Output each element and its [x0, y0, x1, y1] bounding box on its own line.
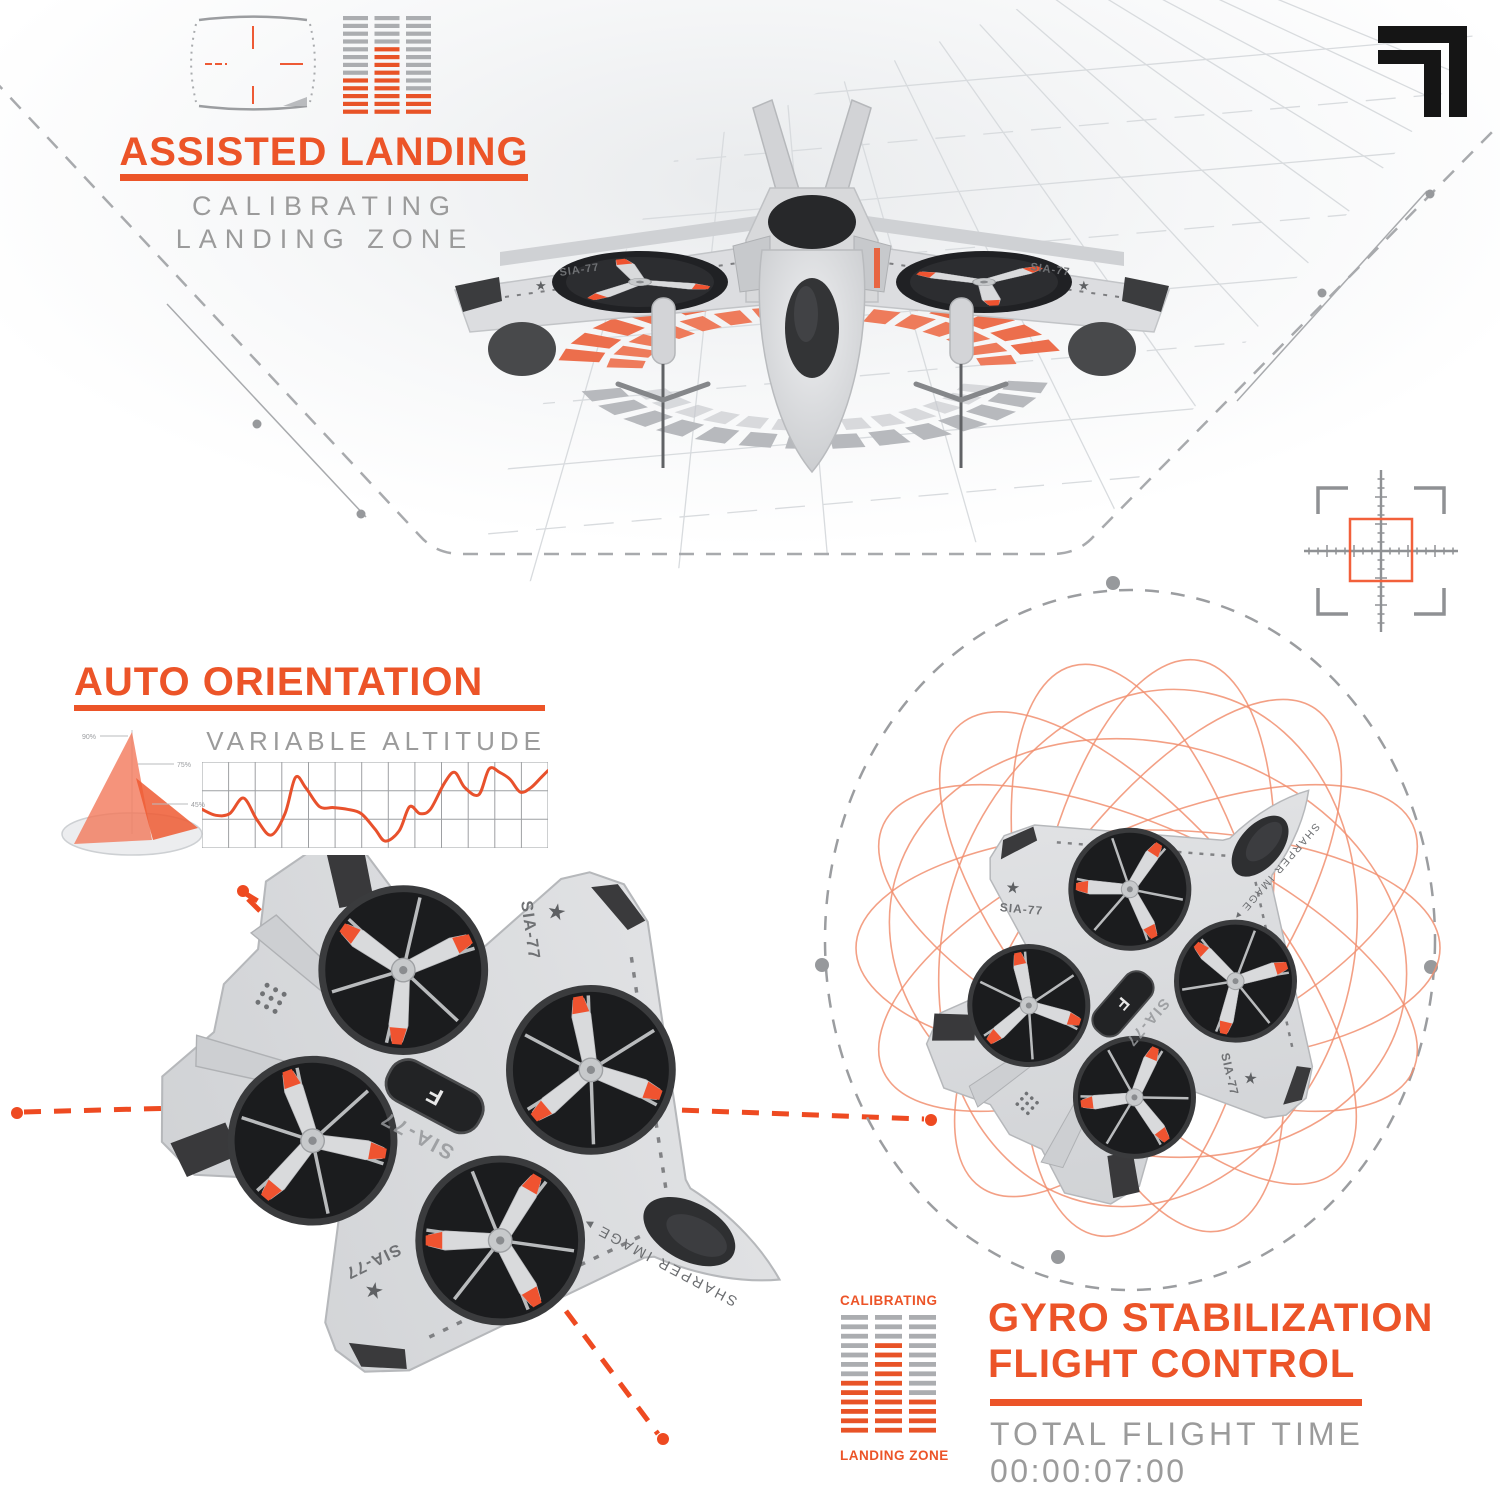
assisted-landing-subtitle: CALIBRATING LANDING ZONE — [60, 190, 590, 256]
cone-label: 75% — [177, 762, 191, 769]
rotor-duct-front-right — [896, 249, 1082, 313]
variable-altitude-label: VARIABLE ALTITUDE — [206, 726, 546, 756]
target-square — [1348, 517, 1414, 583]
total-flight-time-label: TOTAL FLIGHT TIME — [990, 1416, 1364, 1452]
wing-marking-star: ★ — [535, 278, 547, 293]
assisted-landing-underline — [120, 174, 528, 181]
corner-brackets — [1316, 486, 1446, 616]
cone-label: 90% — [82, 734, 96, 741]
chart-grid — [202, 762, 548, 848]
drone-front-view: SIA-77 SIA-77 ★ ★ — [453, 98, 1171, 474]
auto-orientation-title: AUTO ORIENTATION — [74, 660, 484, 704]
accent-line-left — [166, 303, 367, 519]
gyro-stabilization-scene — [815, 576, 1500, 1292]
calibration-equalizer-icon — [343, 16, 431, 114]
equalizer-label-bottom: LANDING ZONE — [840, 1448, 949, 1463]
wingtip-cap-left — [455, 277, 502, 312]
variable-altitude-line-chart — [202, 762, 548, 848]
gyro-title-line1: GYRO STABILIZATION — [988, 1296, 1434, 1340]
gyro-underline — [990, 1399, 1362, 1406]
wing-marking-model: SIA-77 — [1030, 261, 1072, 278]
subtitle-line: LANDING ZONE — [175, 224, 475, 254]
wing-marking-model: SIA-77 — [559, 261, 601, 278]
gyro-title: GYRO STABILIZATION FLIGHT CONTROL — [988, 1295, 1433, 1387]
subtitle-line: CALIBRATING — [191, 191, 459, 221]
cockpit-canopy — [768, 195, 856, 249]
landing-gear-left — [615, 297, 711, 468]
wingtip-pod-right — [1068, 322, 1136, 376]
cone-face — [74, 732, 152, 844]
gyro-title-line2: FLIGHT CONTROL — [988, 1342, 1356, 1386]
flight-time-value: 00:00:07:00 — [990, 1453, 1187, 1489]
assisted-landing-title: ASSISTED LANDING — [119, 130, 529, 174]
landing-gear-right — [913, 297, 1009, 468]
screen-corner-fold — [283, 97, 307, 106]
altitude-waveform — [202, 766, 548, 843]
sharper-image-corner-logo-icon — [1378, 26, 1467, 117]
auto-orientation-scene — [11, 855, 937, 1475]
rotor-duct-front-left — [552, 251, 728, 313]
wing-marking-star: ★ — [1078, 278, 1090, 293]
orientation-cone-chart: 90% 75% 45% — [61, 730, 205, 856]
crosshair-target-icon — [1304, 470, 1458, 632]
orbit-dots — [815, 576, 1438, 1264]
gyro-equalizer-icon: CALIBRATING LANDING ZONE — [840, 1294, 949, 1463]
wingtip-cap-right — [1122, 277, 1169, 312]
equalizer-label-top: CALIBRATING — [840, 1294, 938, 1308]
cone-label: 45% — [191, 802, 205, 809]
accent-line-right — [1236, 189, 1435, 402]
orbit-dashed-circle — [823, 588, 1437, 1292]
auto-orientation-underline — [74, 705, 545, 711]
dashed-boundary-line — [0, 84, 1497, 556]
cone-face-front — [136, 778, 198, 840]
wingtip-pod-left — [488, 322, 556, 376]
viewfinder-screen-icon — [190, 15, 316, 111]
